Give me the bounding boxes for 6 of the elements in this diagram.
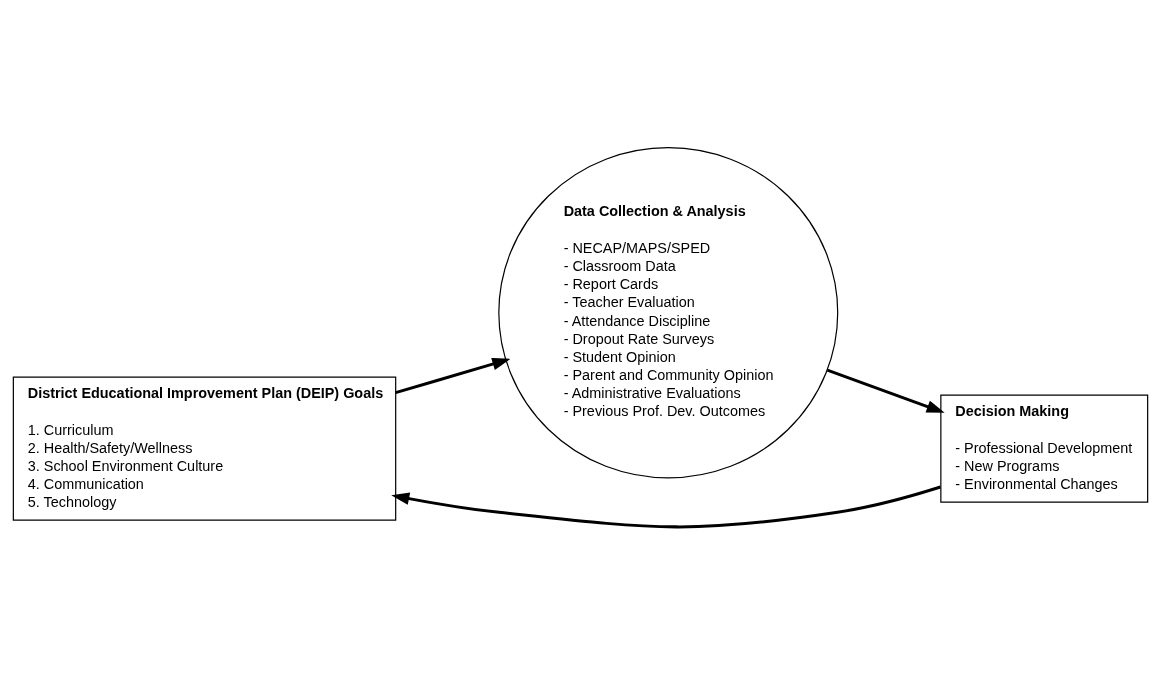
arrow: [395, 357, 511, 395]
arrow: [826, 368, 945, 413]
node-circle: Data Collection & Analysis - NECAP/MAPS/SPED - Classroom Data - Report Cards - Teacher Evaluation - Attendance Discipline - Dropout Rate Surveys - Student Opinion - Parent and Community Opinion - Administrative Evaluations - Previous Prof. Dev. Outcomes: [498, 147, 839, 479]
node-box: District Educational Improvement Plan (DEIP) Goals 1. Curriculum 2. Health/Safety/Wellness 3. School Environment Culture 4. Communication 5. Technology: [12, 376, 397, 521]
node-box: Decision Making - Professional Development - New Programs - Environmental Changes: [940, 394, 1149, 503]
arrow: [391, 485, 941, 529]
